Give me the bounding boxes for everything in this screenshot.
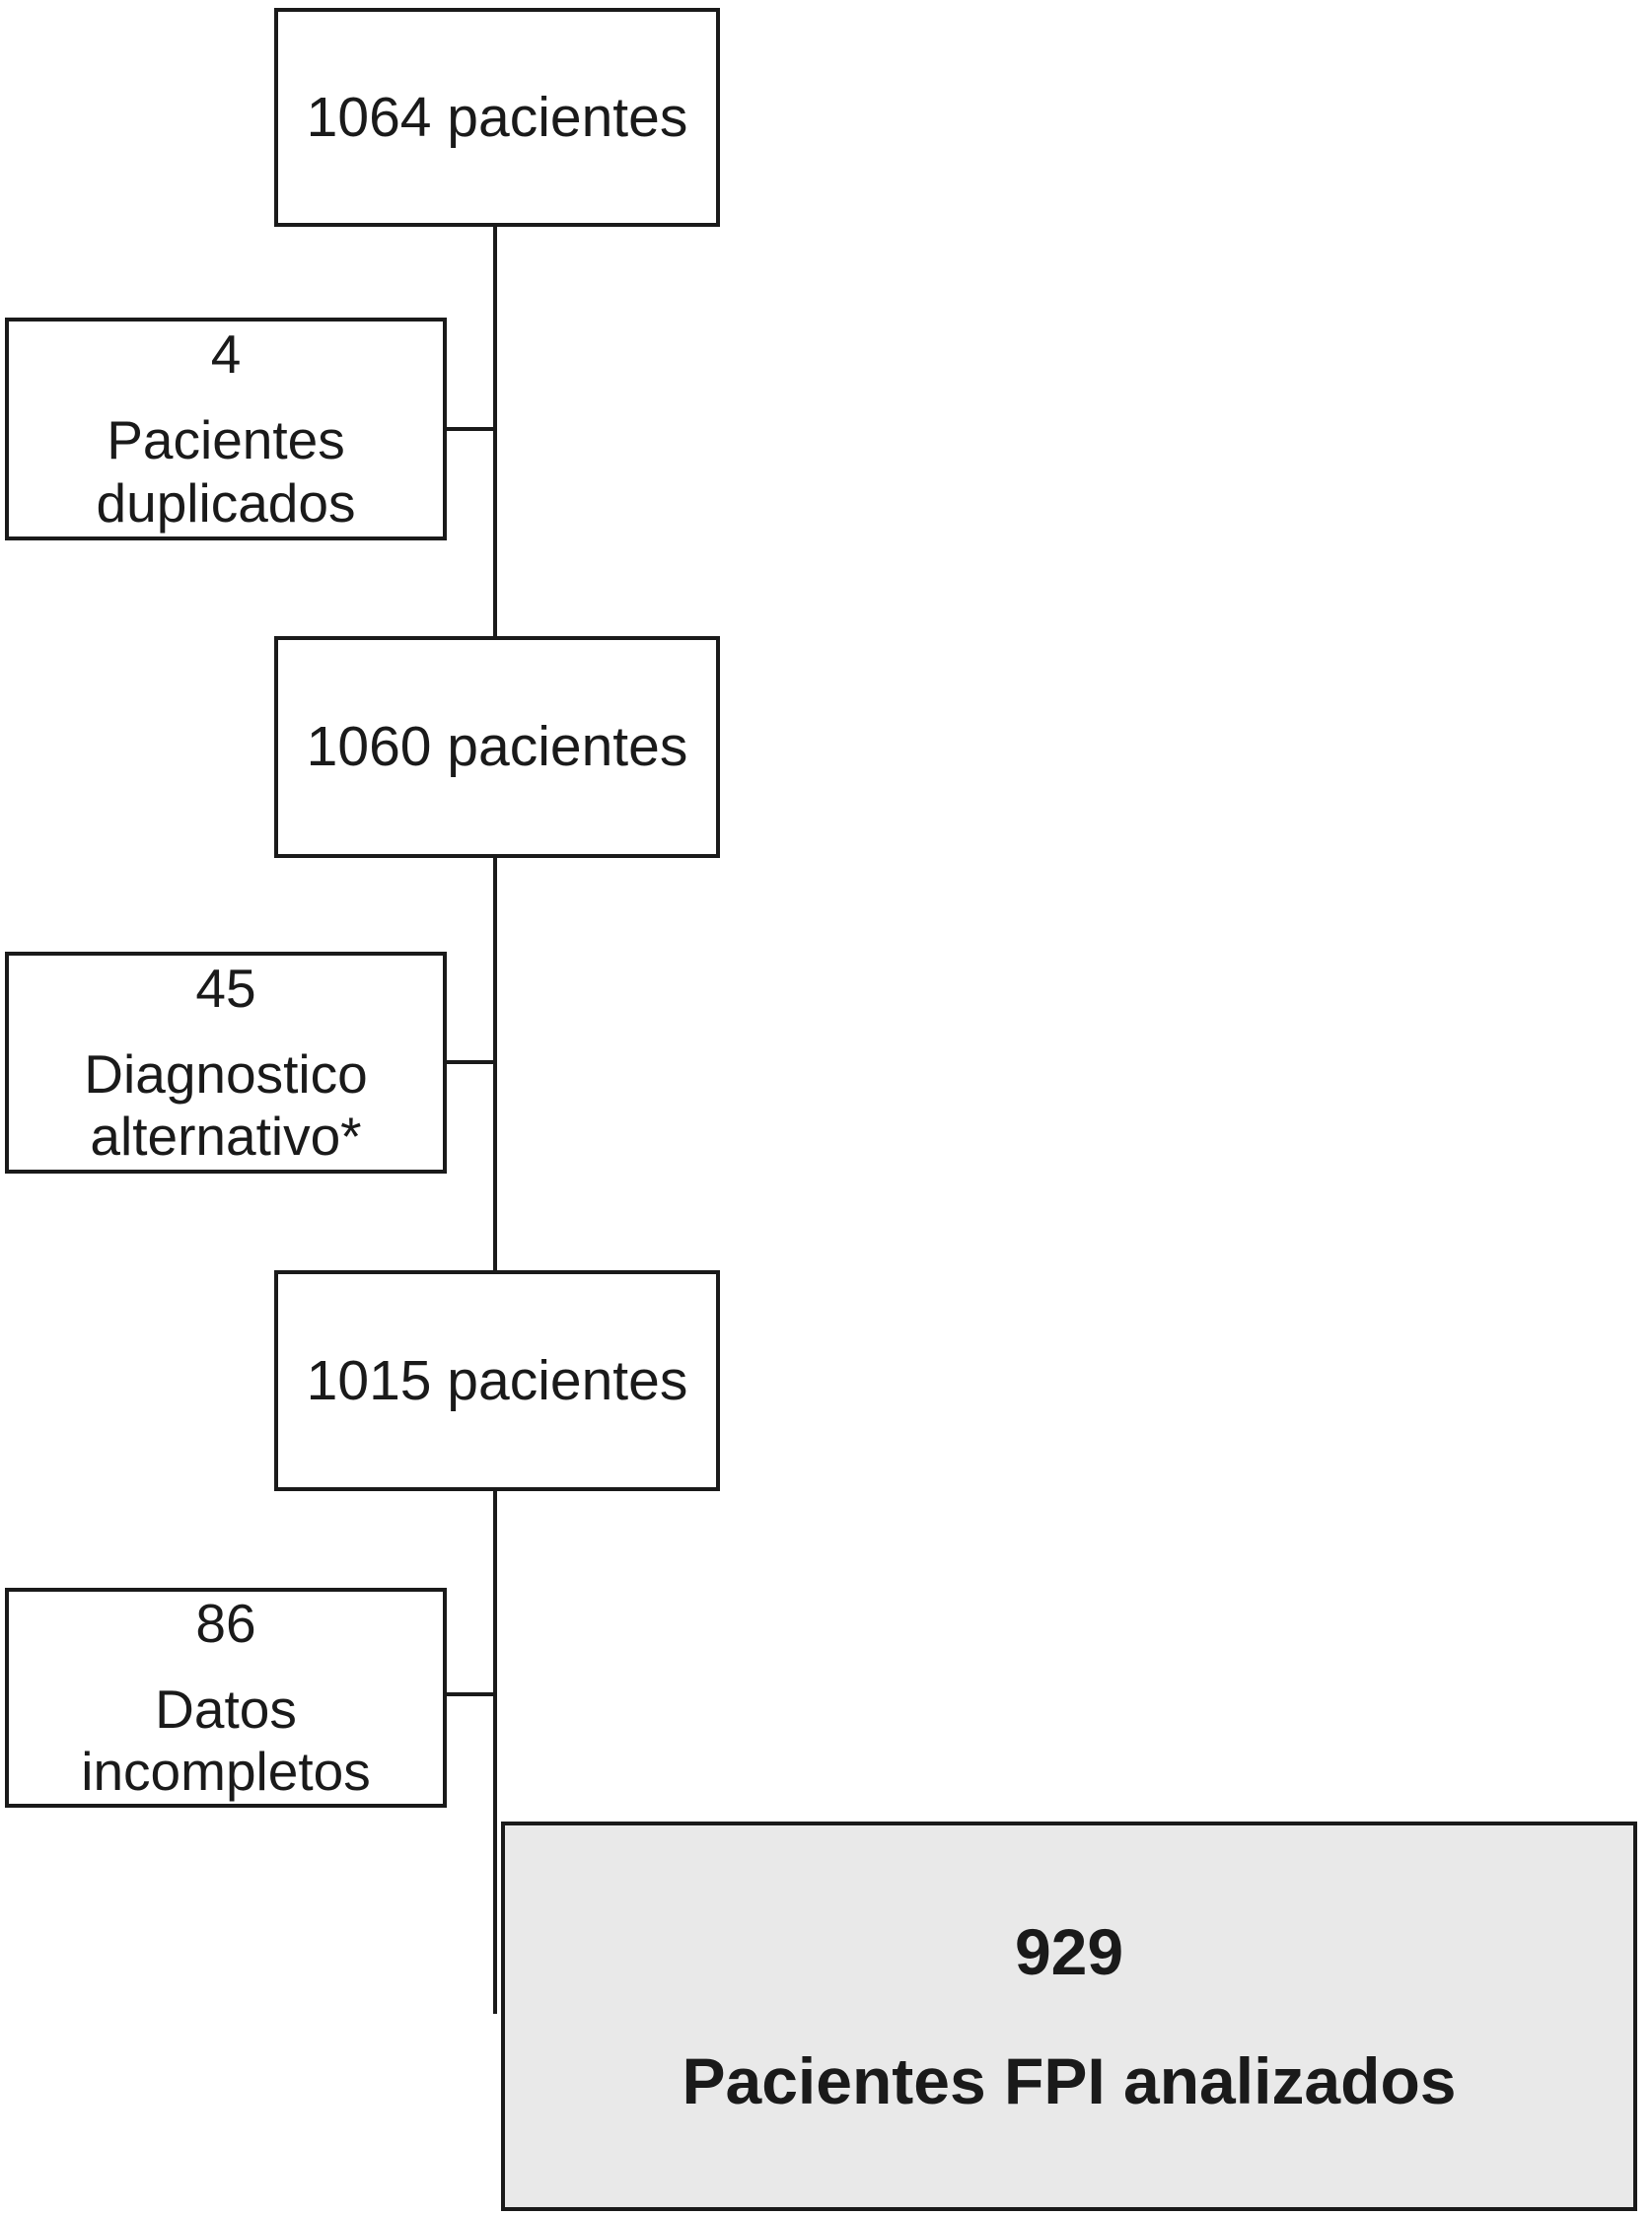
exclusion-count: 45 (195, 957, 256, 1019)
connector-exclusion-3 (447, 1692, 495, 1696)
stage-label: 1060 pacientes (306, 715, 688, 779)
stage-box-1064-pacientes: 1064 pacientes (274, 8, 720, 227)
exclusion-box-diagnostico-alternativo: 45 Diagnostico alternativo* (5, 952, 447, 1174)
stage-label: 1015 pacientes (306, 1348, 688, 1412)
exclusion-label: Pacientes duplicados (96, 409, 356, 534)
exclusion-box-pacientes-duplicados: 4 Pacientes duplicados (5, 318, 447, 540)
final-label: Pacientes FPI analizados (682, 2043, 1457, 2117)
stage-box-1015-pacientes: 1015 pacientes (274, 1270, 720, 1491)
stage-label: 1064 pacientes (306, 85, 688, 149)
vertical-spine-line (493, 225, 497, 2014)
exclusion-count: 86 (195, 1592, 256, 1654)
exclusion-box-datos-incompletos: 86 Datos incompletos (5, 1588, 447, 1808)
exclusion-label: Diagnostico alternativo* (84, 1042, 368, 1168)
stage-box-1060-pacientes: 1060 pacientes (274, 636, 720, 858)
exclusion-label: Datos incompletos (81, 1678, 371, 1803)
final-box-pacientes-fpi-analizados: 929 Pacientes FPI analizados (501, 1822, 1637, 2211)
connector-exclusion-2 (447, 1060, 495, 1064)
connector-exclusion-1 (447, 427, 495, 431)
exclusion-count: 4 (210, 323, 242, 386)
final-count: 929 (1014, 1914, 1124, 1988)
